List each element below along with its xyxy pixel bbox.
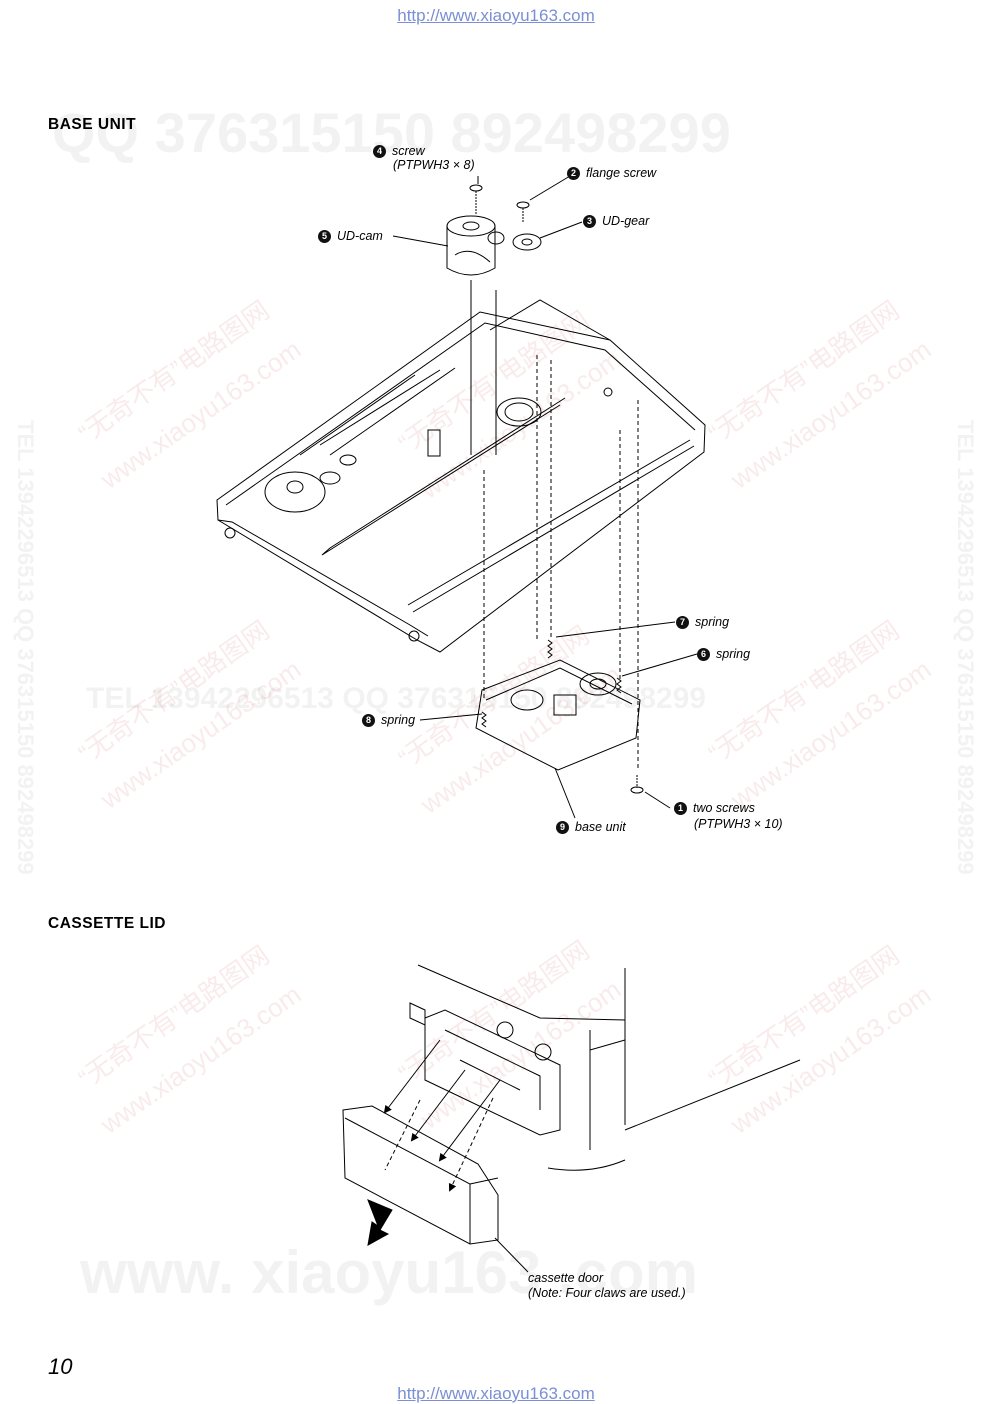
callout-8-badge: 8 — [362, 714, 375, 727]
ud-cam-body — [446, 226, 496, 276]
cassette-door — [342, 1105, 499, 1245]
watermark-www: www. xiaoyu163 .com — [80, 1239, 699, 1306]
base-unit-heading: BASE UNIT — [48, 116, 137, 133]
pull-out-arrow — [367, 1199, 393, 1246]
ud-cam-top — [446, 215, 496, 237]
callout-1-badge: 1 — [674, 802, 687, 815]
header-url[interactable]: http://www.xiaoyu163.com — [397, 6, 595, 25]
cassette-compartment — [424, 1009, 561, 1136]
spring-8 — [481, 711, 487, 728]
flange-screw-2 — [516, 201, 530, 209]
watermark-tel: TEL 13942296513 QQ 376315150 892498299 — [86, 682, 706, 715]
watermark-qq: QQ 376315150 892498299 — [52, 101, 731, 164]
spring-7 — [547, 639, 553, 659]
label-cassette-door: cassette door — [528, 1271, 604, 1285]
label-two-screws-1-spec: (PTPWH3 × 10) — [694, 817, 783, 831]
footer-url[interactable]: http://www.xiaoyu163.com — [397, 1384, 595, 1403]
callout-3-badge: 3 — [583, 215, 596, 228]
callout-6-badge: 6 — [697, 648, 710, 661]
cassette-lid-heading: CASSETTE LID — [48, 915, 166, 932]
screw-4 — [469, 184, 483, 192]
label-screw-4-spec: (PTPWH3 × 8) — [393, 158, 475, 172]
chassis-outline — [216, 311, 706, 653]
cassette-lid-diagram — [342, 964, 801, 1273]
callout-2-badge: 2 — [567, 167, 580, 180]
callout-9-badge: 9 — [556, 821, 569, 834]
page-number: 10 — [48, 1354, 73, 1379]
spring-6 — [616, 677, 622, 694]
ud-gear-3 — [512, 233, 542, 251]
callout-7-badge: 7 — [676, 616, 689, 629]
callout-4-badge: 4 — [373, 145, 386, 158]
callout-5-badge: 5 — [318, 230, 331, 243]
label-cassette-door-note: (Note: Four claws are used.) — [528, 1286, 686, 1300]
base-unit-9 — [475, 659, 641, 771]
